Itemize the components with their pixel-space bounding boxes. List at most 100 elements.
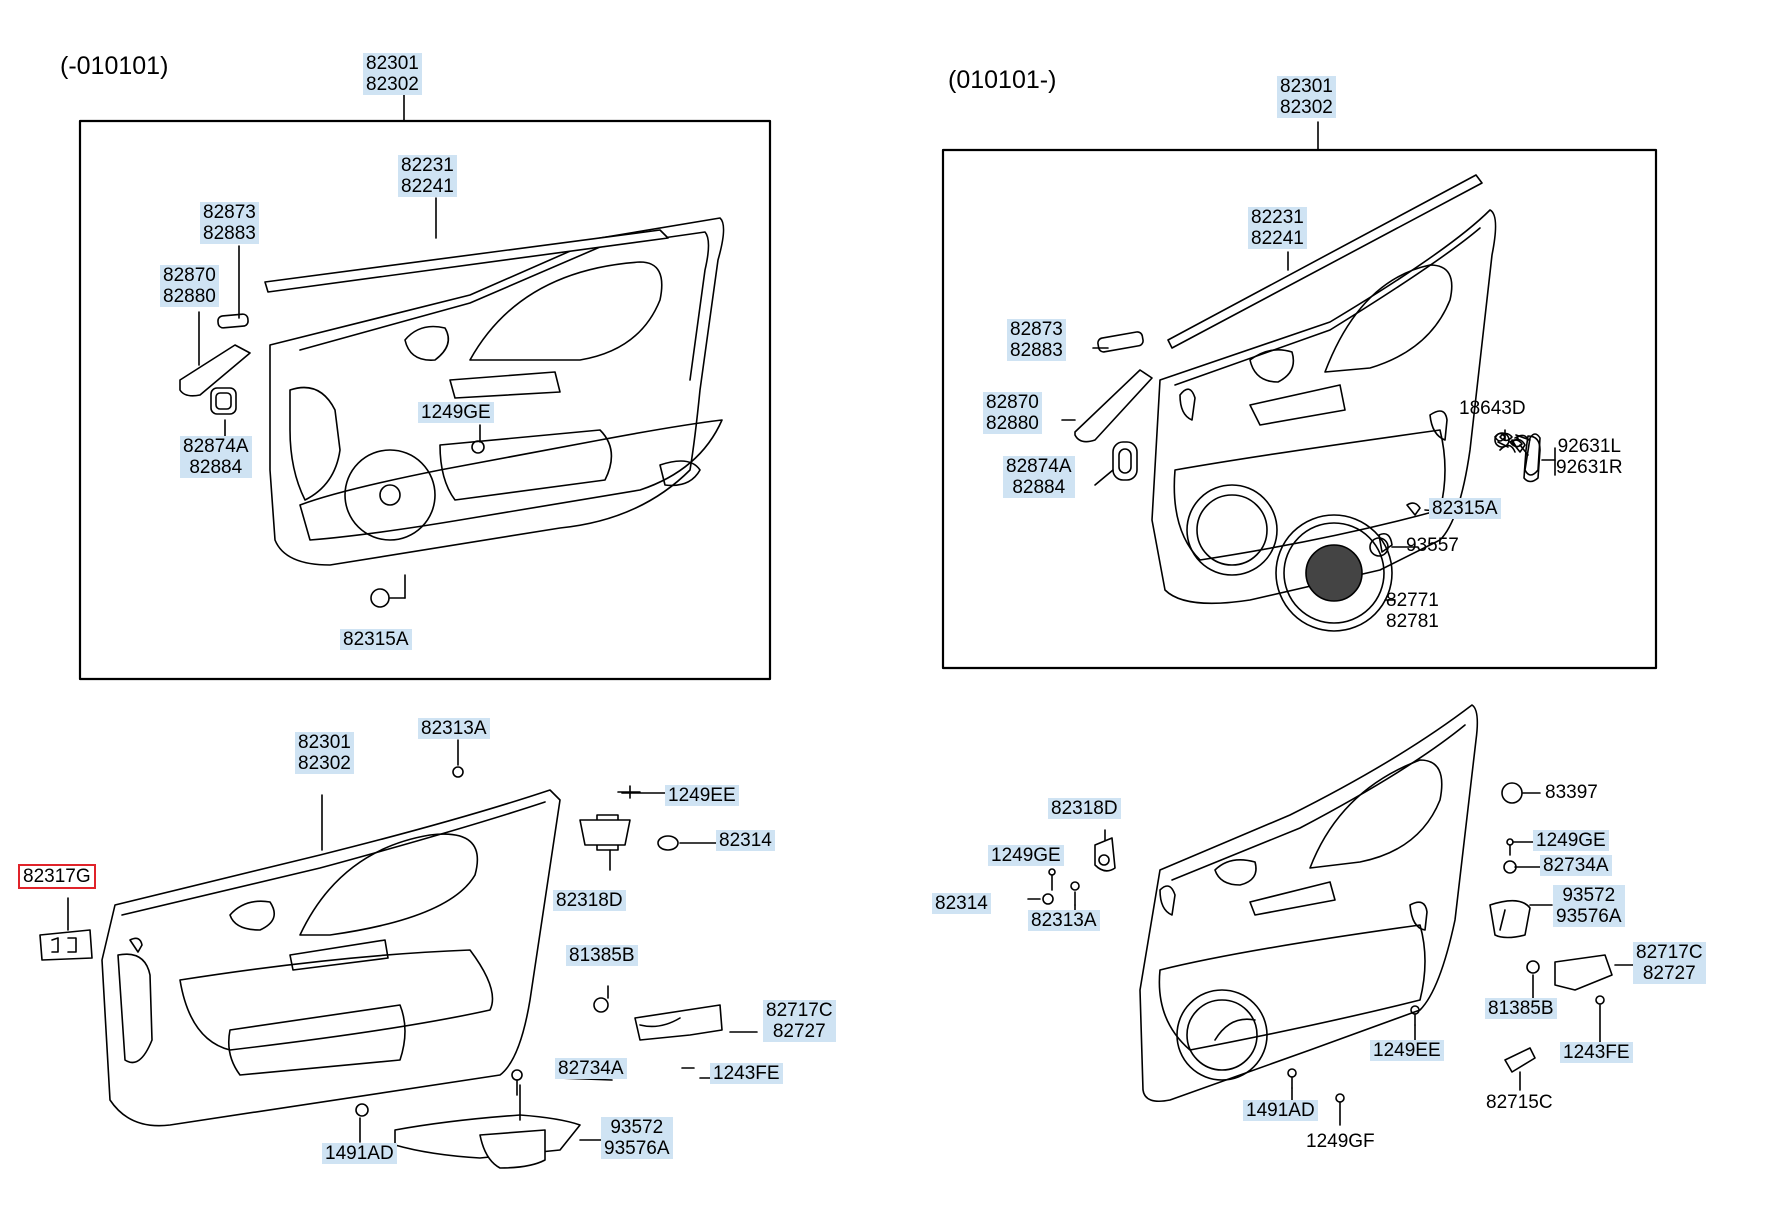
part-number: 82873	[203, 202, 256, 223]
part-number: 82883	[203, 223, 256, 244]
part-number: 82313A	[421, 718, 487, 739]
part-number: 1243FE	[713, 1063, 780, 1084]
callout-93557[interactable]: 93557	[1403, 535, 1462, 556]
callout-1249ge[interactable]: 1249GE	[988, 845, 1064, 866]
callout-82734a[interactable]: 82734A	[555, 1058, 627, 1079]
callout-1249ge[interactable]: 1249GE	[1533, 830, 1609, 851]
part-number: 1243FE	[1563, 1042, 1630, 1063]
part-number: 82302	[1280, 97, 1333, 118]
part-number: 82734A	[558, 1058, 624, 1079]
part-number: 82314	[935, 893, 988, 914]
part-number: 93576A	[604, 1138, 670, 1159]
tr-belt-weatherstrip	[1167, 174, 1483, 349]
part-number: 82302	[298, 753, 351, 774]
bl-leader-lines	[67, 739, 758, 1143]
part-number: 82301	[1280, 76, 1333, 97]
callout-82315a[interactable]: 82315A	[1429, 498, 1501, 519]
part-number: 82781	[1386, 611, 1439, 632]
part-number: 82771	[1386, 590, 1439, 611]
callout-1491ad[interactable]: 1491AD	[1243, 1100, 1318, 1121]
part-number: 82870	[986, 392, 1039, 413]
part-number: 82870	[163, 265, 216, 286]
callout-1249gf[interactable]: 1249GF	[1303, 1131, 1378, 1152]
part-number: 82873	[1010, 319, 1063, 340]
part-number: 82734A	[1543, 855, 1609, 876]
part-number: 82884	[1012, 477, 1066, 498]
part-number: 1249EE	[668, 785, 736, 806]
tr-fasteners	[1378, 432, 1541, 553]
part-number: 81385B	[1488, 998, 1554, 1019]
part-number: 82880	[163, 286, 216, 307]
part-number: 93557	[1406, 535, 1459, 556]
tl-door-trim-panel	[269, 217, 725, 566]
callout-82715c[interactable]: 82715C	[1483, 1092, 1556, 1113]
callout-82318d[interactable]: 82318D	[1048, 798, 1121, 819]
part-number: 82315A	[343, 629, 409, 650]
part-number: 82715C	[1486, 1092, 1553, 1113]
callout-81385b[interactable]: 81385B	[1485, 998, 1557, 1019]
callout-1249ee[interactable]: 1249EE	[1370, 1040, 1444, 1061]
tl-belt-weatherstrip	[264, 229, 669, 293]
callout-82318d[interactable]: 82318D	[553, 890, 626, 911]
frame-top-left	[78, 119, 772, 681]
callout-81385b[interactable]: 81385B	[566, 945, 638, 966]
part-number: 82883	[1010, 340, 1063, 361]
part-number: 82318D	[1051, 798, 1118, 819]
tr-handle-parts	[1074, 331, 1541, 632]
callout-82734a[interactable]: 82734A	[1540, 855, 1612, 876]
callout-18643d[interactable]: 18643D	[1456, 398, 1529, 419]
part-number: 1491AD	[1246, 1100, 1315, 1121]
part-number: 82880	[986, 413, 1039, 434]
callout-1491ad[interactable]: 1491AD	[322, 1143, 397, 1164]
br-leader-lines	[1027, 792, 1636, 1101]
callout-82317g[interactable]: 82317G	[18, 864, 96, 889]
callout-1243fe[interactable]: 1243FE	[710, 1063, 783, 1084]
callout-82315a[interactable]: 82315A	[340, 629, 412, 650]
callout-82314[interactable]: 82314	[716, 830, 775, 851]
frame-top-right	[941, 148, 1658, 670]
section-title-top-right: (010101-)	[948, 66, 1057, 94]
callout-1249ge[interactable]: 1249GE	[418, 402, 494, 423]
bl-clips-and-brackets	[39, 766, 723, 1169]
callout-82314[interactable]: 82314	[932, 893, 991, 914]
part-number: 1249EE	[1373, 1040, 1441, 1061]
part-number: 1249GF	[1306, 1131, 1375, 1152]
tl-handle-parts	[179, 313, 485, 608]
callout-1249ee[interactable]: 1249EE	[665, 785, 739, 806]
part-number: 92631R	[1556, 457, 1623, 478]
part-number: 82301	[298, 732, 351, 753]
part-number: 82313A	[1031, 910, 1097, 931]
part-number: 82874A	[1006, 456, 1072, 477]
part-number: 93576A	[1556, 906, 1622, 927]
part-number: 82318D	[556, 890, 623, 911]
part-number: 82717C	[1636, 942, 1703, 963]
section-title-top-left: (-010101)	[60, 52, 169, 80]
callout-82313a[interactable]: 82313A	[1028, 910, 1100, 931]
callout-83397[interactable]: 83397	[1542, 782, 1601, 803]
br-small-parts	[1042, 782, 1613, 1126]
part-number: 82727	[772, 1021, 826, 1042]
tl-leader-lines	[198, 92, 481, 599]
callout-1243fe[interactable]: 1243FE	[1560, 1042, 1633, 1063]
part-number: 93572	[1562, 885, 1616, 906]
callout-82313a[interactable]: 82313A	[418, 718, 490, 739]
part-number: 82314	[719, 830, 772, 851]
